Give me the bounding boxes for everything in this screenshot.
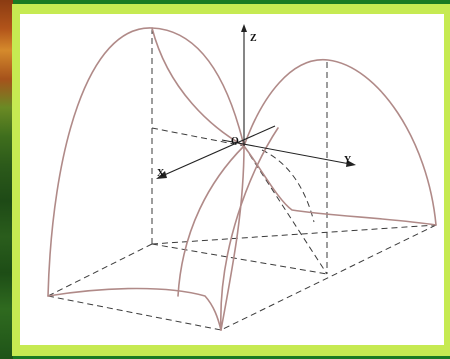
surface-curves <box>47 27 437 331</box>
surface-curve <box>243 59 437 226</box>
dashed-line <box>151 224 437 245</box>
surface-curve <box>47 287 222 331</box>
surface-curve <box>243 145 437 226</box>
y-axis <box>221 139 351 165</box>
dashed-line <box>47 295 222 331</box>
dashed-line <box>261 149 315 223</box>
y-axis-arrow-icon <box>346 160 356 167</box>
surface-curve <box>220 145 245 331</box>
dashed-line <box>151 127 245 147</box>
dashed-line <box>151 243 328 275</box>
y-axis-label: Y <box>344 155 352 166</box>
z-axis-arrow-icon <box>241 24 247 32</box>
dashed-line <box>243 145 328 275</box>
surface-curve <box>151 27 245 147</box>
construction-lines <box>47 28 437 331</box>
x-axis-arrow-icon <box>156 171 167 179</box>
surface-curve <box>220 127 279 331</box>
origin-label: O <box>231 136 239 147</box>
axes <box>156 24 356 179</box>
surface-curve <box>177 145 245 297</box>
decorative-strip <box>0 0 13 359</box>
x-axis-label: X <box>157 168 165 179</box>
dashed-line <box>220 224 437 331</box>
surface-curve <box>47 27 245 297</box>
z-axis-label: Z <box>250 33 257 44</box>
x-axis <box>161 125 276 177</box>
